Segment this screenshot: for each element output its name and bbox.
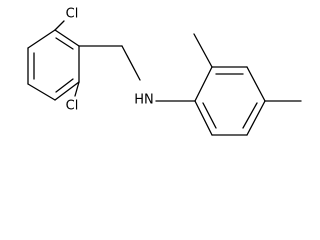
- bond-to-cl-top: [54, 20, 65, 31]
- ring2-bond-3: [246, 66, 266, 102]
- ring1-bond-1: [54, 29, 80, 47]
- chlorine-bottom-label: Cl: [66, 99, 79, 114]
- dimethylphenyl-ring: [194, 66, 266, 136]
- methyl-bond-ortho: [193, 33, 213, 68]
- bond-ch2-to-nh: [121, 45, 141, 81]
- ring1-bond-4: [27, 83, 56, 101]
- dichlorophenyl-ring: [27, 29, 80, 101]
- ring2-bond-1: [194, 66, 213, 102]
- ring2-bond-6: [194, 100, 213, 136]
- ring1-bond-6: [27, 29, 56, 49]
- ring2-bond-4: [246, 100, 266, 136]
- ring2-double-3: [202, 102, 217, 129]
- ring1-double-1: [55, 37, 74, 50]
- amine-nh-label: HN: [134, 93, 154, 108]
- chemical-structure-diagram: Cl Cl HN: [27, 7, 302, 136]
- ring1-double-2: [55, 78, 74, 93]
- ring1-bond-3: [54, 81, 80, 101]
- bond-to-cl-bottom: [74, 81, 80, 97]
- chlorine-top-label: Cl: [66, 7, 79, 22]
- ring2-double-2: [242, 102, 258, 129]
